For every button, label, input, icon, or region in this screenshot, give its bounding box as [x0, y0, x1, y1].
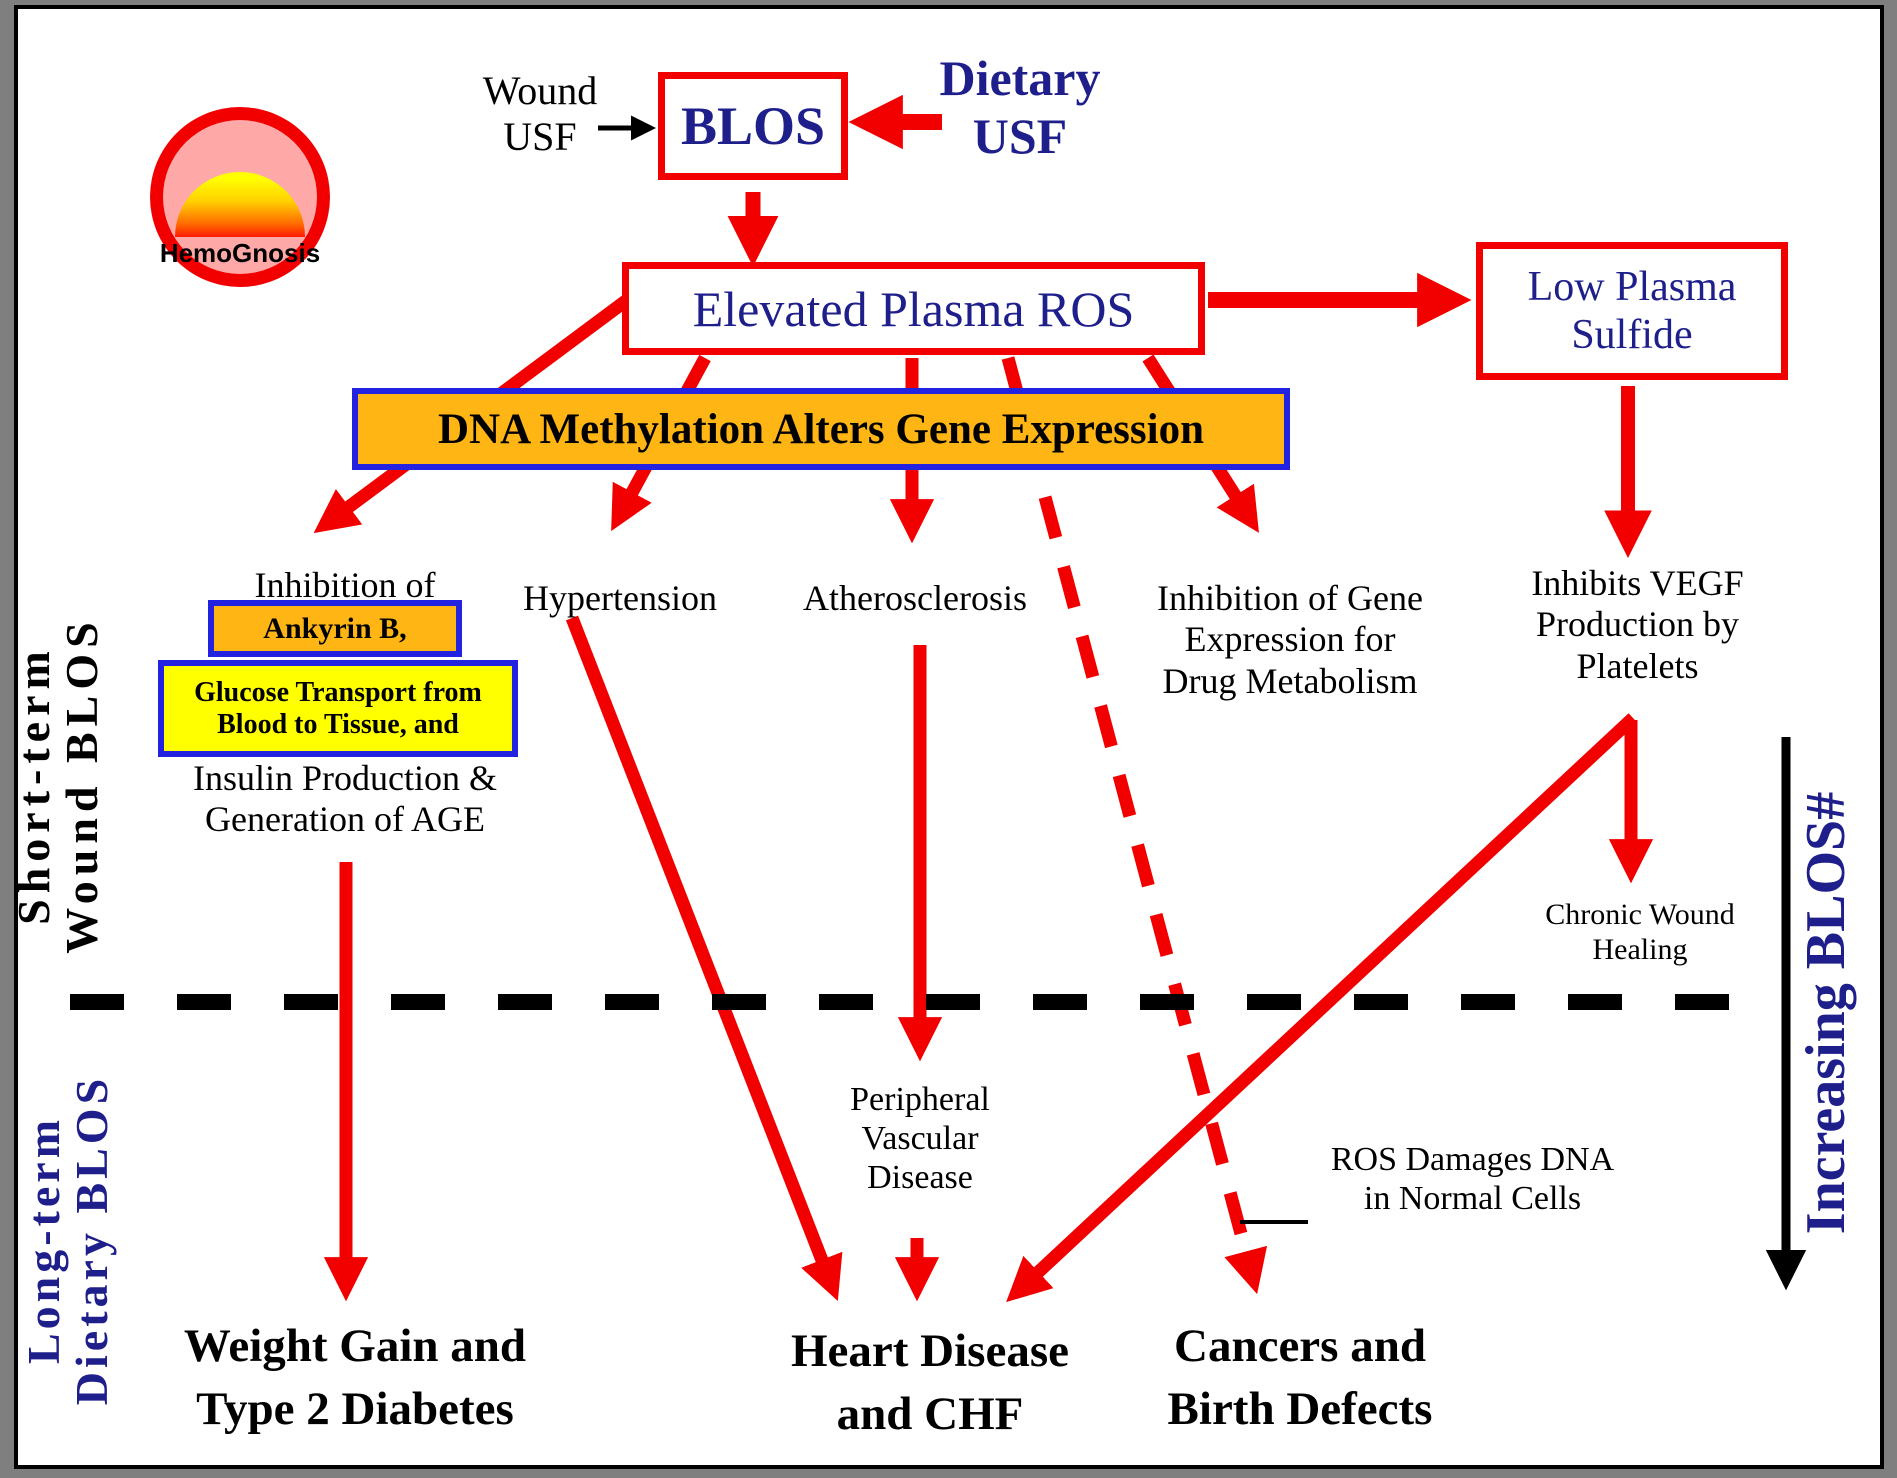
- inhibition-gene-line3: Drug Metabolism: [1162, 660, 1418, 701]
- blos-box: BLOS: [658, 72, 848, 180]
- cancers-line2: Birth Defects: [1167, 1383, 1433, 1436]
- ros-damages-line1: ROS Damages DNA: [1330, 1141, 1615, 1178]
- low-sulfide-line1: Low Plasma: [1527, 264, 1737, 310]
- cancers-label: Cancers and Birth Defects: [1120, 1315, 1480, 1442]
- glucose-line1: Glucose Transport from: [194, 676, 482, 708]
- increasing-blos-label: Increasing BLOS#: [1795, 791, 1857, 1235]
- wound-usf-line1: Wound: [482, 68, 598, 113]
- insulin-line2: Generation of AGE: [205, 799, 485, 840]
- heart-disease-line1: Heart Disease: [791, 1325, 1069, 1377]
- heart-disease-label: Heart Disease and CHF: [730, 1320, 1130, 1447]
- inhibition-of-label: Inhibition of: [254, 565, 436, 605]
- blos-label: BLOS: [680, 96, 826, 156]
- pvd-label: Peripheral Vascular Disease: [820, 1080, 1020, 1197]
- ros-damages-line2: in Normal Cells: [1363, 1180, 1582, 1218]
- ankyrin-box: Ankyrin B,: [208, 600, 462, 657]
- long-term-line1: Long-term: [18, 1115, 69, 1365]
- hemognosis-logo-text: HemoGnosis: [159, 238, 321, 268]
- insulin-age-label: Insulin Production & Generation of AGE: [170, 758, 520, 841]
- ankyrin-label: Ankyrin B,: [263, 611, 407, 645]
- weight-gain-line2: Type 2 Diabetes: [196, 1383, 514, 1436]
- elevated-ros-label: Elevated Plasma ROS: [692, 280, 1135, 337]
- heart-disease-line2: and CHF: [836, 1388, 1024, 1441]
- inhibits-vegf-line2: Production by: [1536, 604, 1739, 645]
- low-sulfide-line2: Sulfide: [1571, 312, 1693, 358]
- long-term-line2: Dietary BLOS: [66, 1074, 118, 1406]
- elevated-ros-box: Elevated Plasma ROS: [622, 262, 1205, 355]
- dietary-usf-label: Dietary USF: [905, 50, 1135, 165]
- chronic-wound-line1: Chronic Wound: [1545, 898, 1735, 931]
- inhibition-gene-line2: Expression for: [1184, 619, 1396, 660]
- wound-usf-label: Wound USF: [440, 68, 640, 160]
- dna-methylation-label: DNA Methylation Alters Gene Expression: [437, 405, 1205, 453]
- glucose-box: Glucose Transport from Blood to Tissue, …: [158, 660, 518, 757]
- short-term-wound-blos-label: Short-term Wound BLOS: [8, 555, 170, 1015]
- short-term-line1: Short-term: [8, 645, 59, 925]
- weight-gain-label: Weight Gain and Type 2 Diabetes: [140, 1315, 570, 1442]
- atherosclerosis-label: Atherosclerosis: [803, 578, 1027, 618]
- pvd-line1: Peripheral: [850, 1081, 990, 1118]
- weight-gain-line1: Weight Gain and: [183, 1320, 527, 1372]
- inhibits-vegf-label: Inhibits VEGF Production by Platelets: [1480, 563, 1795, 687]
- inhibits-vegf-line3: Platelets: [1576, 645, 1699, 686]
- low-sulfide-box: Low Plasma Sulfide: [1476, 242, 1788, 380]
- cancers-line1: Cancers and: [1174, 1320, 1426, 1372]
- long-term-dietary-blos-label: Long-term Dietary BLOS: [18, 1030, 190, 1450]
- glucose-line2: Blood to Tissue, and: [217, 708, 459, 740]
- low-sulfide-text: Low Plasma Sulfide: [1528, 263, 1737, 359]
- chronic-wound-label: Chronic Wound Healing: [1505, 898, 1775, 967]
- wound-usf-line2: USF: [503, 114, 577, 159]
- hypertension-label: Hypertension: [523, 578, 717, 618]
- pvd-line2: Vascular: [861, 1120, 979, 1158]
- dna-methylation-box: DNA Methylation Alters Gene Expression: [352, 388, 1290, 470]
- glucose-text: Glucose Transport from Blood to Tissue, …: [194, 677, 482, 741]
- inhibition-gene-line1: Inhibition of Gene: [1157, 578, 1423, 618]
- inhibition-gene-label: Inhibition of Gene Expression for Drug M…: [1130, 578, 1450, 702]
- dietary-usf-line2: USF: [972, 107, 1068, 164]
- chronic-wound-line2: Healing: [1592, 932, 1688, 966]
- dietary-usf-line1: Dietary: [939, 50, 1101, 106]
- ros-damages-label: ROS Damages DNA in Normal Cells: [1300, 1140, 1645, 1218]
- short-term-line2: Wound BLOS: [56, 616, 108, 954]
- inhibits-vegf-line1: Inhibits VEGF: [1531, 563, 1744, 603]
- pvd-line3: Disease: [867, 1159, 973, 1197]
- insulin-line1: Insulin Production &: [193, 758, 497, 798]
